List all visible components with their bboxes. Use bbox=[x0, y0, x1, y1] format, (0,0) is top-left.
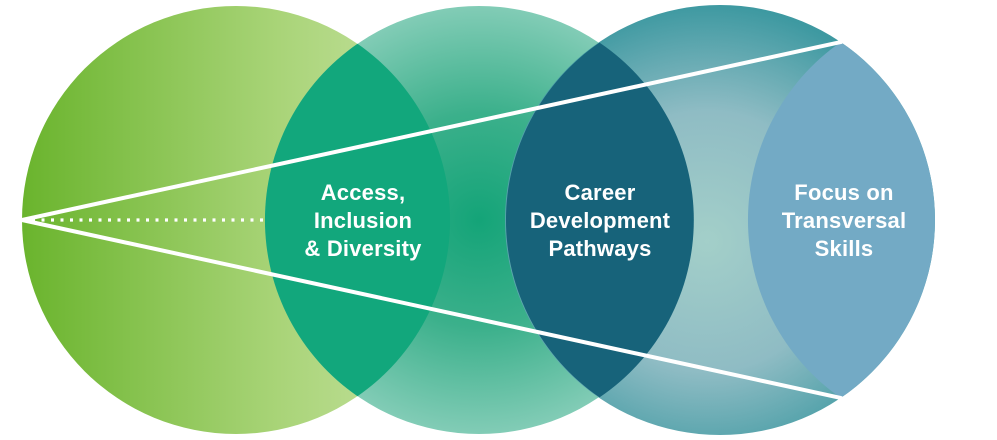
beam-line-upper bbox=[20, 40, 843, 222]
lens-career-development-pathways bbox=[505, 42, 694, 398]
label-focus-transversal-skills: Focus on Transversal Skills bbox=[781, 180, 907, 261]
label-career-development-pathways: Career Development Pathways bbox=[529, 180, 671, 261]
label-access-inclusion-diversity: Access, Inclusion & Diversity bbox=[304, 180, 422, 261]
lens-access-inclusion-diversity bbox=[264, 43, 451, 397]
lens-focus-transversal-skills bbox=[747, 42, 935, 398]
beam-line-lower bbox=[20, 218, 843, 400]
